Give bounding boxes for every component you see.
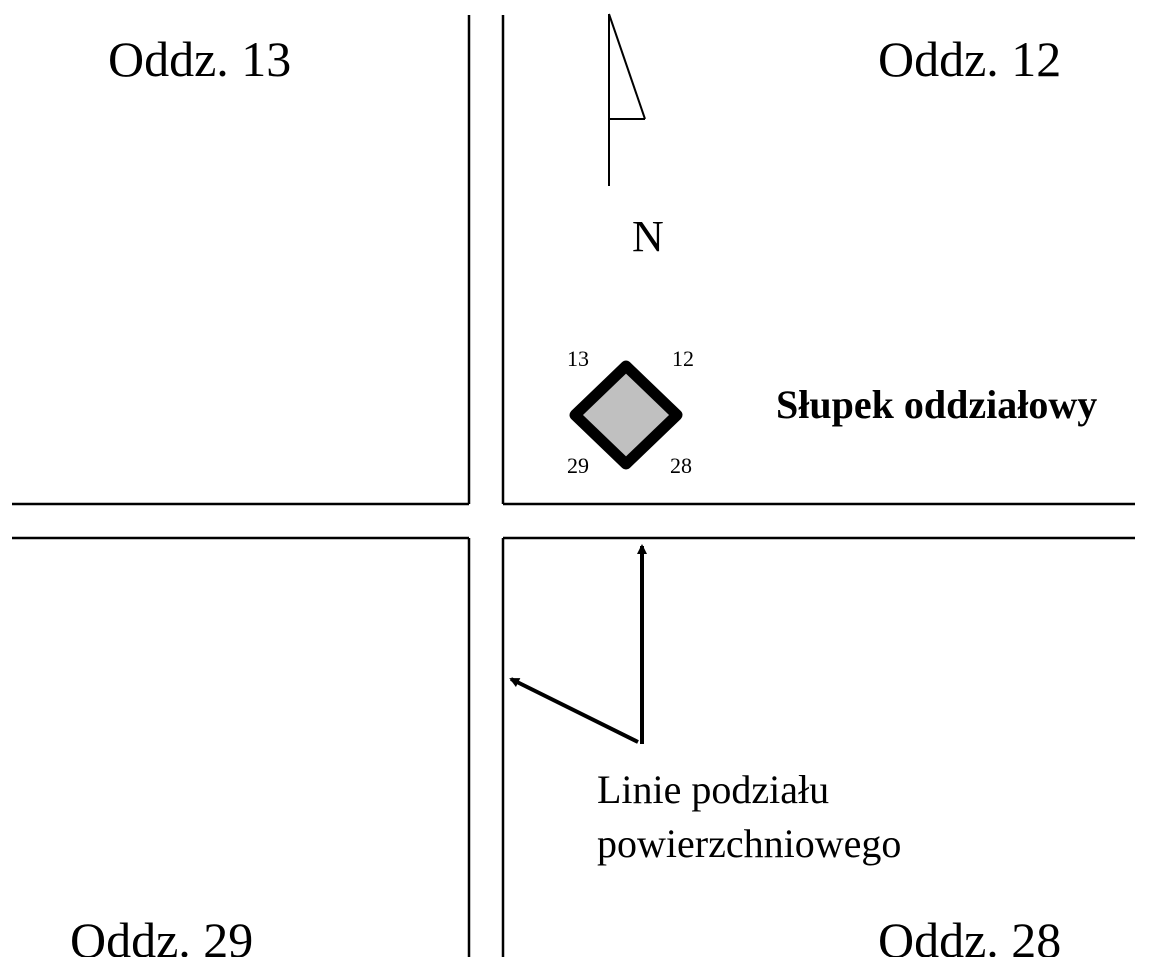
division-post-icon (569, 360, 683, 470)
section-label-bottom-left: Oddz. 29 (70, 912, 253, 957)
arrow-to-vertical-road (509, 677, 639, 744)
post-corner-number-bottom-left: 29 (567, 453, 589, 478)
division-lines-label-line2: powierzchniowego (597, 821, 901, 866)
post-corner-number-top-right: 12 (672, 346, 694, 371)
north-label: N (632, 212, 664, 261)
post-label: Słupek oddziałowy (776, 382, 1097, 427)
division-line-arrows (509, 544, 647, 744)
road-lines (12, 15, 1135, 957)
section-label-top-right: Oddz. 12 (878, 31, 1061, 87)
post-corner-number-bottom-right: 28 (670, 453, 692, 478)
section-label-bottom-right: Oddz. 28 (878, 912, 1061, 957)
north-arrow-icon (608, 13, 646, 186)
section-label-top-left: Oddz. 13 (108, 31, 291, 87)
division-lines-label-line1: Linie podziału (597, 767, 829, 812)
post-corner-number-top-left: 13 (567, 346, 589, 371)
